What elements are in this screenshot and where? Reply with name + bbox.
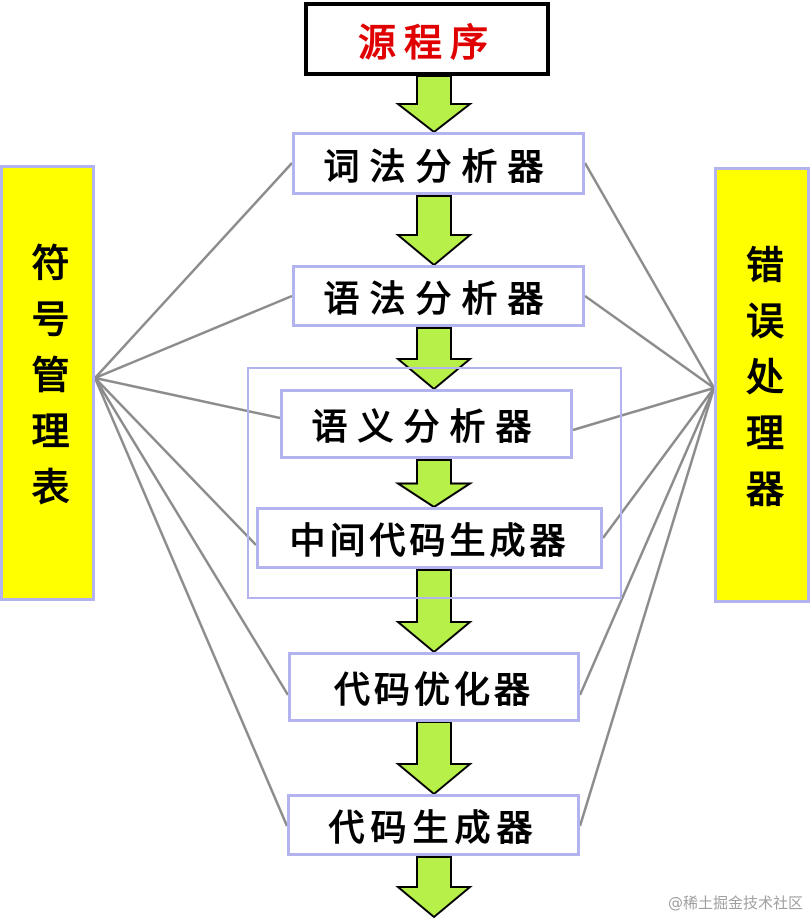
source-program-box: 源程序 xyxy=(304,2,550,76)
watermark-text: @稀土掘金技术社区 xyxy=(667,894,803,912)
stage-ir-gen-label: 中间代码生成器 xyxy=(289,520,570,562)
stage-lexer-box: 词法分析器 xyxy=(292,132,585,195)
stage-codegen-box: 代码生成器 xyxy=(287,794,580,856)
symbol-table-link-codegen xyxy=(93,377,289,827)
arrow-codegen-out xyxy=(395,856,473,919)
arrow-parser-to-semantic xyxy=(395,327,473,391)
symbol-table-link-lexer xyxy=(94,162,293,379)
symbol-table-link-ir-gen xyxy=(94,377,257,546)
arrow-source-to-lexer xyxy=(395,75,473,134)
arrow-semantic-to-ir xyxy=(394,459,474,509)
error-handler-link-codegen xyxy=(578,387,716,827)
arrow-optimizer-to-codegen xyxy=(395,721,473,796)
symbol-table-link-semantic xyxy=(94,376,281,420)
error-handler-link-lexer xyxy=(583,162,716,389)
error-handler-box: 错误处理器 xyxy=(714,167,810,603)
error-handler-link-optimizer xyxy=(578,387,716,696)
symbol-table-label: 符号管理表 xyxy=(25,243,70,523)
stage-ir-gen-box: 中间代码生成器 xyxy=(256,507,603,569)
symbol-table-link-optimizer xyxy=(93,377,290,696)
stage-optimizer-label: 代码优化器 xyxy=(333,669,534,711)
arrow-ir-to-optimizer xyxy=(395,569,473,654)
error-handler-link-parser xyxy=(584,294,715,390)
arrow-lexer-to-parser xyxy=(395,195,473,267)
symbol-table-box: 符号管理表 xyxy=(0,165,95,601)
stage-lexer-label: 词法分析器 xyxy=(323,145,554,188)
source-program-label: 源程序 xyxy=(357,19,496,65)
stage-parser-label: 语法分析器 xyxy=(323,278,554,320)
semantic-group-frame xyxy=(247,367,622,599)
stage-semantic-label: 语义分析器 xyxy=(311,406,542,448)
error-handler-link-semantic xyxy=(572,386,715,432)
error-handler-label: 错误处理器 xyxy=(739,245,785,525)
stage-semantic-box: 语义分析器 xyxy=(280,389,573,459)
stage-parser-box: 语法分析器 xyxy=(292,265,585,327)
stage-optimizer-box: 代码优化器 xyxy=(288,652,580,722)
symbol-table-link-parser xyxy=(94,294,293,380)
stage-codegen-label: 代码生成器 xyxy=(328,807,539,849)
